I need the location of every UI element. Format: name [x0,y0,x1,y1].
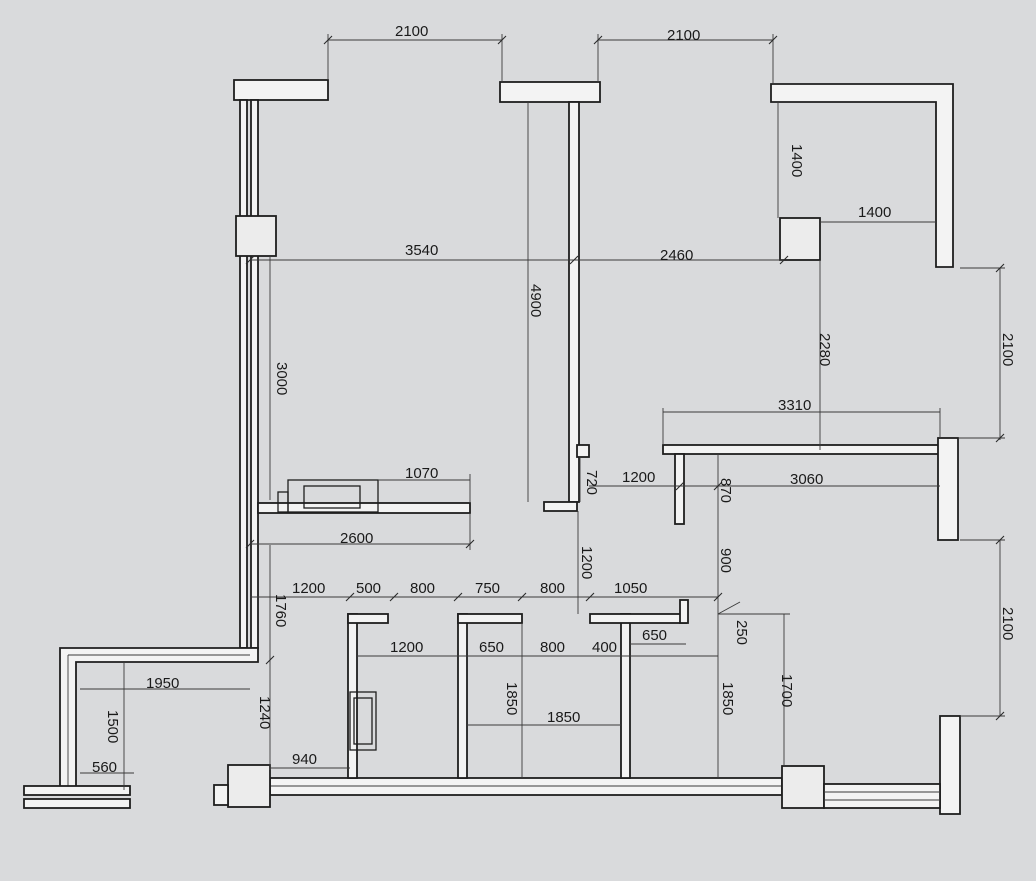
dim-lower-left-1200: 1200 [390,639,423,656]
left-column [235,215,277,257]
dim-right-side-top: 2100 [999,333,1016,366]
upper-right-column [779,217,821,261]
walls [23,79,961,815]
dimension-ticks [245,35,1005,721]
dim-left-room-width: 3540 [405,242,438,259]
bottom-right-column [781,765,825,809]
dim-mid-gap: 1200 [622,469,655,486]
bottom-left-stub [213,784,229,806]
dim-lower-1850c: 1850 [719,682,736,715]
dim-lower-400: 400 [592,639,617,656]
dim-lower-650b: 650 [642,627,667,644]
dimension-lines [80,34,1005,790]
center-wall-foot [543,501,578,512]
dim-balcony-1500: 1500 [104,710,121,743]
bath-wall-b-top [457,613,523,624]
dim-top-right-opening: 2100 [667,27,700,44]
dim-right-side-bottom: 2100 [999,607,1016,640]
balcony-sill-1 [23,785,131,796]
dim-bath-f: 1050 [614,580,647,597]
dim-lower-1850b: 1850 [547,709,580,726]
dim-balcony-1240: 1240 [256,696,273,729]
dim-lower-1850a: 1850 [503,682,520,715]
bath-wall-b [457,613,468,779]
dim-upper-right-short: 1400 [788,144,805,177]
kitchen-side [277,491,289,513]
center-wall [568,101,580,503]
dim-door-step: 720 [583,470,600,495]
dim-mid-right-inner: 3060 [790,471,823,488]
bottom-wall [269,777,783,796]
top-left-wall-cap [233,79,329,101]
balcony-sill-2 [23,798,131,809]
dim-lower-800: 800 [540,639,565,656]
dim-bath-a: 1200 [292,580,325,597]
lower-right-pier [939,715,961,815]
dim-left-height: 1760 [272,594,289,627]
dim-balcony-1950: 1950 [146,675,179,692]
dim-kitchen-counter: 1070 [405,465,438,482]
dim-bath-d: 750 [475,580,500,597]
dim-right-bottom-1700: 1700 [778,674,795,707]
door-jamb [576,444,590,458]
dim-bath-b: 500 [356,580,381,597]
top-center-wall-cap [499,81,601,103]
dim-partition-short: 870 [717,478,734,503]
dim-mid-right-width: 3310 [778,397,811,414]
dim-bath-c: 800 [410,580,435,597]
bath-wall-a-top [347,613,389,624]
dim-right-column-drop: 2280 [816,333,833,366]
dim-kitchen-width: 2600 [340,530,373,547]
top-right-l-wall [770,83,954,268]
bath-wall-c-end [679,599,689,624]
dimension-labels: 2100 2100 1400 1400 3540 2460 4900 3000 … [92,23,1016,776]
dim-bottom-940: 940 [292,751,317,768]
stove-inner [303,485,361,509]
left-inner-wall [250,99,259,649]
dim-center-wall-height: 4900 [527,284,544,317]
bathtub-inner [353,697,373,745]
kitchen-counter [257,502,471,514]
mid-right-pier [937,437,959,541]
bath-wall-c-top [589,613,687,624]
dim-top-left-opening: 2100 [395,23,428,40]
left-outer-wall [239,99,248,649]
dim-bath-e: 800 [540,580,565,597]
balcony-wall [59,647,259,791]
dim-bath-offset: 250 [733,620,750,645]
bath-wall-c [620,613,631,779]
bottom-right-wall [823,783,941,809]
dim-right-room-width: 2460 [660,247,693,264]
dim-balcony-560: 560 [92,759,117,776]
dim-lower-650: 650 [479,639,504,656]
mid-right-partition [662,444,944,455]
dim-corridor-gap: 1200 [578,546,595,579]
bottom-left-column [227,764,271,808]
dim-upper-right-pier: 1400 [858,204,891,221]
dim-left-wall-height: 3000 [273,362,290,395]
bathtub [349,691,377,751]
mid-right-stub [674,453,685,525]
dim-partition-gap: 900 [717,548,734,573]
